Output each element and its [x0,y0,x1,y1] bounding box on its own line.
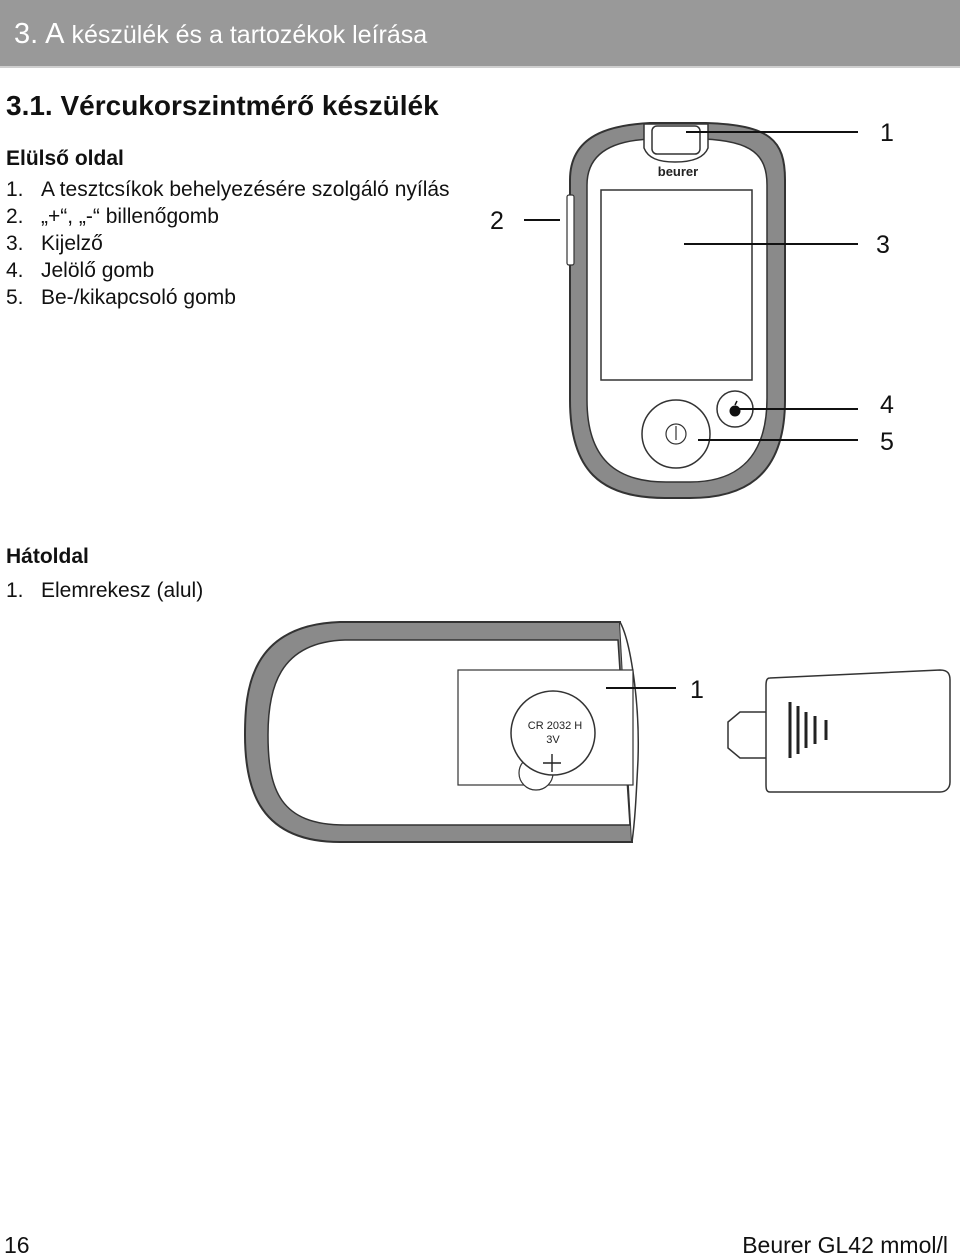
section-number: 3. [14,18,39,50]
page-number: 16 [4,1232,30,1258]
list-item: 3.Kijelző [6,232,103,255]
front-side-subtitle: Elülső oldal [6,147,124,170]
brand-logo: beurer [658,164,698,179]
rocker-button [566,194,575,266]
front-parts-list: 1.A tesztcsíkok behelyezésére szolgáló n… [6,176,450,311]
list-item: 1.A tesztcsíkok behelyezésére szolgáló n… [6,178,450,201]
callout-label-2: 2 [490,207,504,235]
callout-label-back-1: 1 [690,676,704,704]
list-item: 5.Be-/kikapcsoló gomb [6,286,236,309]
subsection-title: 3.1. Vércukorszintmérő készülék [6,90,439,121]
list-item: 2.„+“, „-“ billenőgomb [6,205,219,228]
strip-slot [643,123,709,163]
callout-label-4: 4 [880,391,894,419]
back-side-subtitle: Hátoldal [6,545,89,568]
list-item: 4.Jelölő gomb [6,259,155,282]
callout-label-5: 5 [880,428,894,456]
back-device-illustration: CR 2032 H 3V [243,621,951,843]
strip-slot-opening [651,125,701,155]
battery-type-label: CR 2032 H [528,720,582,732]
list-item: 1.Elemrekesz (alul) [6,579,204,602]
device-cap [727,669,951,793]
section-title-first-word: A [45,18,65,50]
front-device-illustration: beurer [524,122,858,499]
section-header-bar: 3. A készülék és a tartozékok leírása [0,0,960,68]
battery-voltage-label: 3V [546,734,560,746]
back-parts-list: 1.Elemrekesz (alul) [6,577,203,604]
display-screen [600,189,753,381]
footer-model-name: Beurer GL42 mmol/l [742,1232,948,1258]
battery-cell [510,690,596,776]
section-title-rest: készülék és a tartozékok leírása [71,21,428,49]
callout-label-3: 3 [876,231,890,259]
section-header-title: 3. A készülék és a tartozékok leírása [14,18,427,51]
power-icon [665,423,687,445]
callout-label-1: 1 [880,119,894,147]
